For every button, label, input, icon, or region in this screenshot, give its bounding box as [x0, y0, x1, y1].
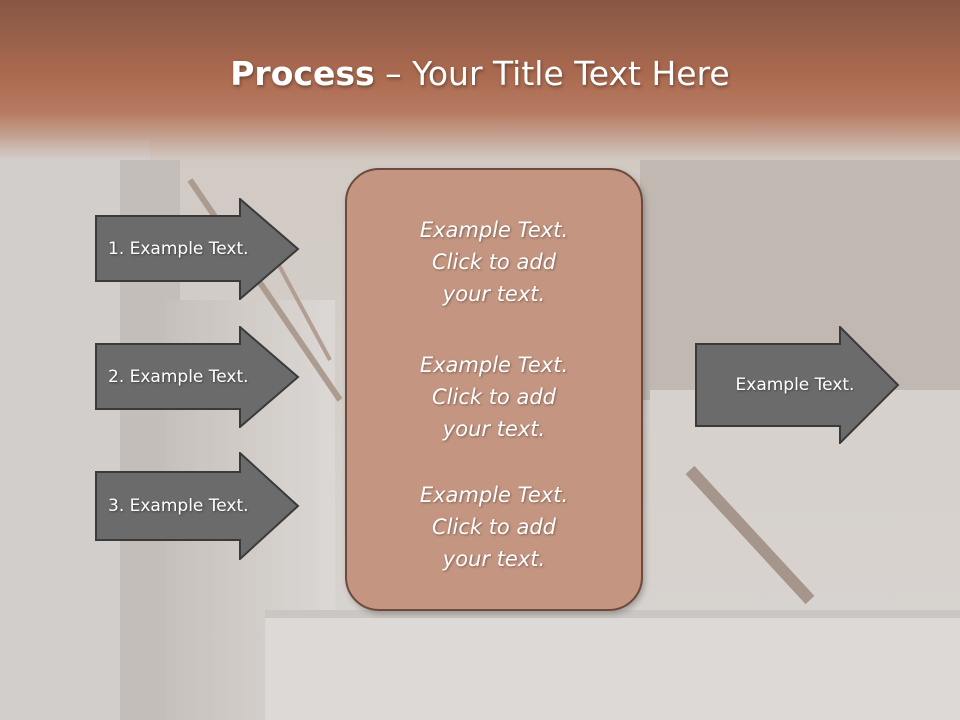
- step-arrow-3[interactable]: 3. Example Text.: [95, 452, 300, 560]
- center-block-2-line2: Click to add: [431, 385, 556, 409]
- center-text-box[interactable]: Example Text. Click to add your text. Ex…: [345, 168, 643, 611]
- arrow-right-shape: [695, 326, 900, 444]
- center-block-2: Example Text. Click to add your text.: [347, 349, 641, 445]
- center-block-1-line1: Example Text.: [419, 218, 569, 242]
- step-arrow-2[interactable]: 2. Example Text.: [95, 326, 300, 428]
- arrow-right-shape: [95, 326, 300, 428]
- step-label-1: 1. Example Text.: [108, 239, 249, 259]
- center-block-2-line3: your text.: [442, 417, 546, 441]
- center-block-3-line1: Example Text.: [419, 483, 569, 507]
- arrow-right-shape: [95, 198, 300, 300]
- title-band: [0, 0, 960, 160]
- step-label-3: 3. Example Text.: [108, 496, 249, 516]
- center-block-3-line3: your text.: [442, 547, 546, 571]
- step-label-2: 2. Example Text.: [108, 367, 249, 387]
- slide-title[interactable]: Process – Your Title Text Here: [0, 52, 960, 96]
- arrow-right-shape: [95, 452, 300, 560]
- step-arrow-1[interactable]: 1. Example Text.: [95, 198, 300, 300]
- center-block-3: Example Text. Click to add your text.: [347, 479, 641, 575]
- result-arrow-label: Example Text.: [735, 375, 855, 395]
- title-rest-text: – Your Title Text Here: [374, 54, 730, 93]
- title-bold-text: Process: [230, 54, 375, 93]
- result-arrow[interactable]: Example Text.: [695, 326, 900, 444]
- center-block-2-line1: Example Text.: [419, 353, 569, 377]
- center-block-1-line3: your text.: [442, 282, 546, 306]
- center-block-1-line2: Click to add: [431, 250, 556, 274]
- center-block-3-line2: Click to add: [431, 515, 556, 539]
- center-block-1: Example Text. Click to add your text.: [347, 214, 641, 310]
